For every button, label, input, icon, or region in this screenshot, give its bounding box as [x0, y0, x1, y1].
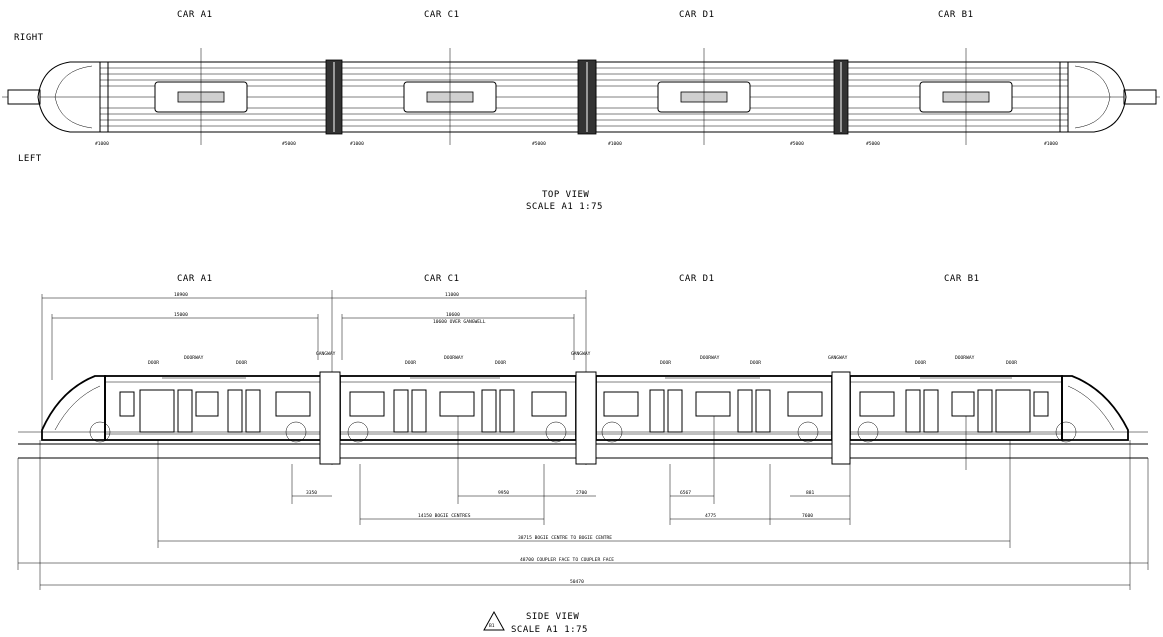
svg-text:DOOR: DOOR: [148, 360, 159, 366]
svg-text:DOOR: DOOR: [660, 360, 671, 366]
svg-text:#1000: #1000: [608, 141, 622, 147]
dim-extension-lines: [17, 416, 1149, 590]
dim-bogie-centres: 14150 BOGIE CENTRES: [418, 513, 471, 519]
windows-and-doors: [119, 389, 1049, 433]
svg-text:#1000: #1000: [1044, 141, 1058, 147]
svg-text:DOOR: DOOR: [495, 360, 506, 366]
svg-text:GANGWAY: GANGWAY: [828, 355, 848, 361]
dim-d1-b: 4775: [705, 513, 716, 519]
door-labels: DOOR DOORWAY DOOR DOOR DOORWAY DOOR DOOR…: [148, 351, 1017, 379]
top-car-d1-label: CAR D1: [679, 10, 715, 20]
dim-bogie-c1: 9950: [498, 490, 509, 496]
side-gangway-c1-d1: [575, 371, 597, 465]
dim-gap-a1: 3350: [306, 490, 317, 496]
side-car-b1-label: CAR B1: [944, 274, 980, 284]
svg-text:#5000: #5000: [532, 141, 546, 147]
upper-dimensions: 18900 11000 15000 10600 10600 OVER GANGW…: [41, 290, 587, 465]
top-view: CAR A1 CAR C1 CAR D1 CAR B1 RIGHT LEFT: [2, 10, 1160, 212]
bogie-wheels: [89, 421, 1077, 443]
svg-text:DOOR: DOOR: [1006, 360, 1017, 366]
dim-car-a1-body: 15000: [174, 312, 188, 318]
dim-gap-c1: 2700: [576, 490, 587, 496]
nose-right: [1067, 61, 1127, 133]
side-nose-left: [41, 375, 106, 441]
side-train-body: [41, 371, 1129, 465]
svg-text:DOOR: DOOR: [750, 360, 761, 366]
side-view-title-block: B1 SIDE VIEW SCALE A1 1:75: [483, 610, 588, 635]
top-dim-marks: #1000 #5000 #1000 #5000 #1000 #5000 #500…: [95, 141, 1058, 147]
top-right-label: RIGHT: [14, 33, 44, 43]
side-car-a1-label: CAR A1: [177, 274, 213, 284]
svg-text:DOOR: DOOR: [405, 360, 416, 366]
dim-car-c1-note: 10600 OVER GANGWELL: [433, 319, 486, 325]
svg-text:DOORWAY: DOORWAY: [700, 355, 720, 361]
svg-text:DOOR: DOOR: [915, 360, 926, 366]
side-view: CAR A1 CAR C1 CAR D1 CAR B1 18900 11000 …: [17, 274, 1149, 635]
dim-overall: 50470: [570, 579, 584, 585]
side-view-title: SIDE VIEW: [526, 612, 579, 622]
top-car-a1-label: CAR A1: [177, 10, 213, 20]
svg-text:DOOR: DOOR: [236, 360, 247, 366]
svg-text:#1000: #1000: [95, 141, 109, 147]
svg-text:#5000: #5000: [282, 141, 296, 147]
svg-text:#5000: #5000: [790, 141, 804, 147]
dim-total-bogie: 38715 BOGIE CENTRE TO BOGIE CENTRE: [518, 535, 612, 541]
top-car-centrelines: [200, 48, 967, 145]
svg-text:DOORWAY: DOORWAY: [955, 355, 975, 361]
svg-text:DOORWAY: DOORWAY: [444, 355, 464, 361]
side-gangway-a1-c1: [319, 371, 341, 465]
top-car-b1-label: CAR B1: [938, 10, 974, 20]
svg-text:#1000: #1000: [350, 141, 364, 147]
top-car-c1-label: CAR C1: [424, 10, 460, 20]
dim-total-coupler: 48700 COUPLER FACE TO COUPLER FACE: [520, 557, 614, 563]
svg-text:DOORWAY: DOORWAY: [184, 355, 204, 361]
side-nose-right: [1061, 375, 1129, 441]
top-gangways: [325, 59, 849, 135]
dim-b1-a: 7600: [802, 513, 813, 519]
dim-car-c1-overall: 11000: [445, 292, 459, 298]
svg-text:GANGWAY: GANGWAY: [316, 351, 336, 357]
callout-triangle-icon: [483, 610, 505, 631]
top-left-label: LEFT: [18, 154, 42, 164]
lower-dimensions: 3350 9950 2700 6567 881 14150 BOGIE CENT…: [18, 490, 1148, 586]
top-view-scale: SCALE A1 1:75: [526, 202, 603, 212]
dim-d1-a: 6567: [680, 490, 691, 496]
nose-left: [37, 61, 101, 133]
top-view-title: TOP VIEW: [542, 190, 589, 200]
side-car-c1-label: CAR C1: [424, 274, 460, 284]
coupler-right: [1123, 89, 1157, 105]
svg-text:#5000: #5000: [866, 141, 880, 147]
dim-d1-c: 881: [806, 490, 815, 496]
side-car-d1-label: CAR D1: [679, 274, 715, 284]
side-gangway-d1-b1: [831, 371, 851, 465]
svg-text:GANGWAY: GANGWAY: [571, 351, 591, 357]
coupler-left: [7, 89, 41, 105]
svg-text:B1: B1: [489, 623, 495, 629]
dim-car-a1-overall: 18900: [174, 292, 188, 298]
dim-car-c1-body: 10600: [446, 312, 460, 318]
side-view-scale: SCALE A1 1:75: [511, 625, 588, 635]
